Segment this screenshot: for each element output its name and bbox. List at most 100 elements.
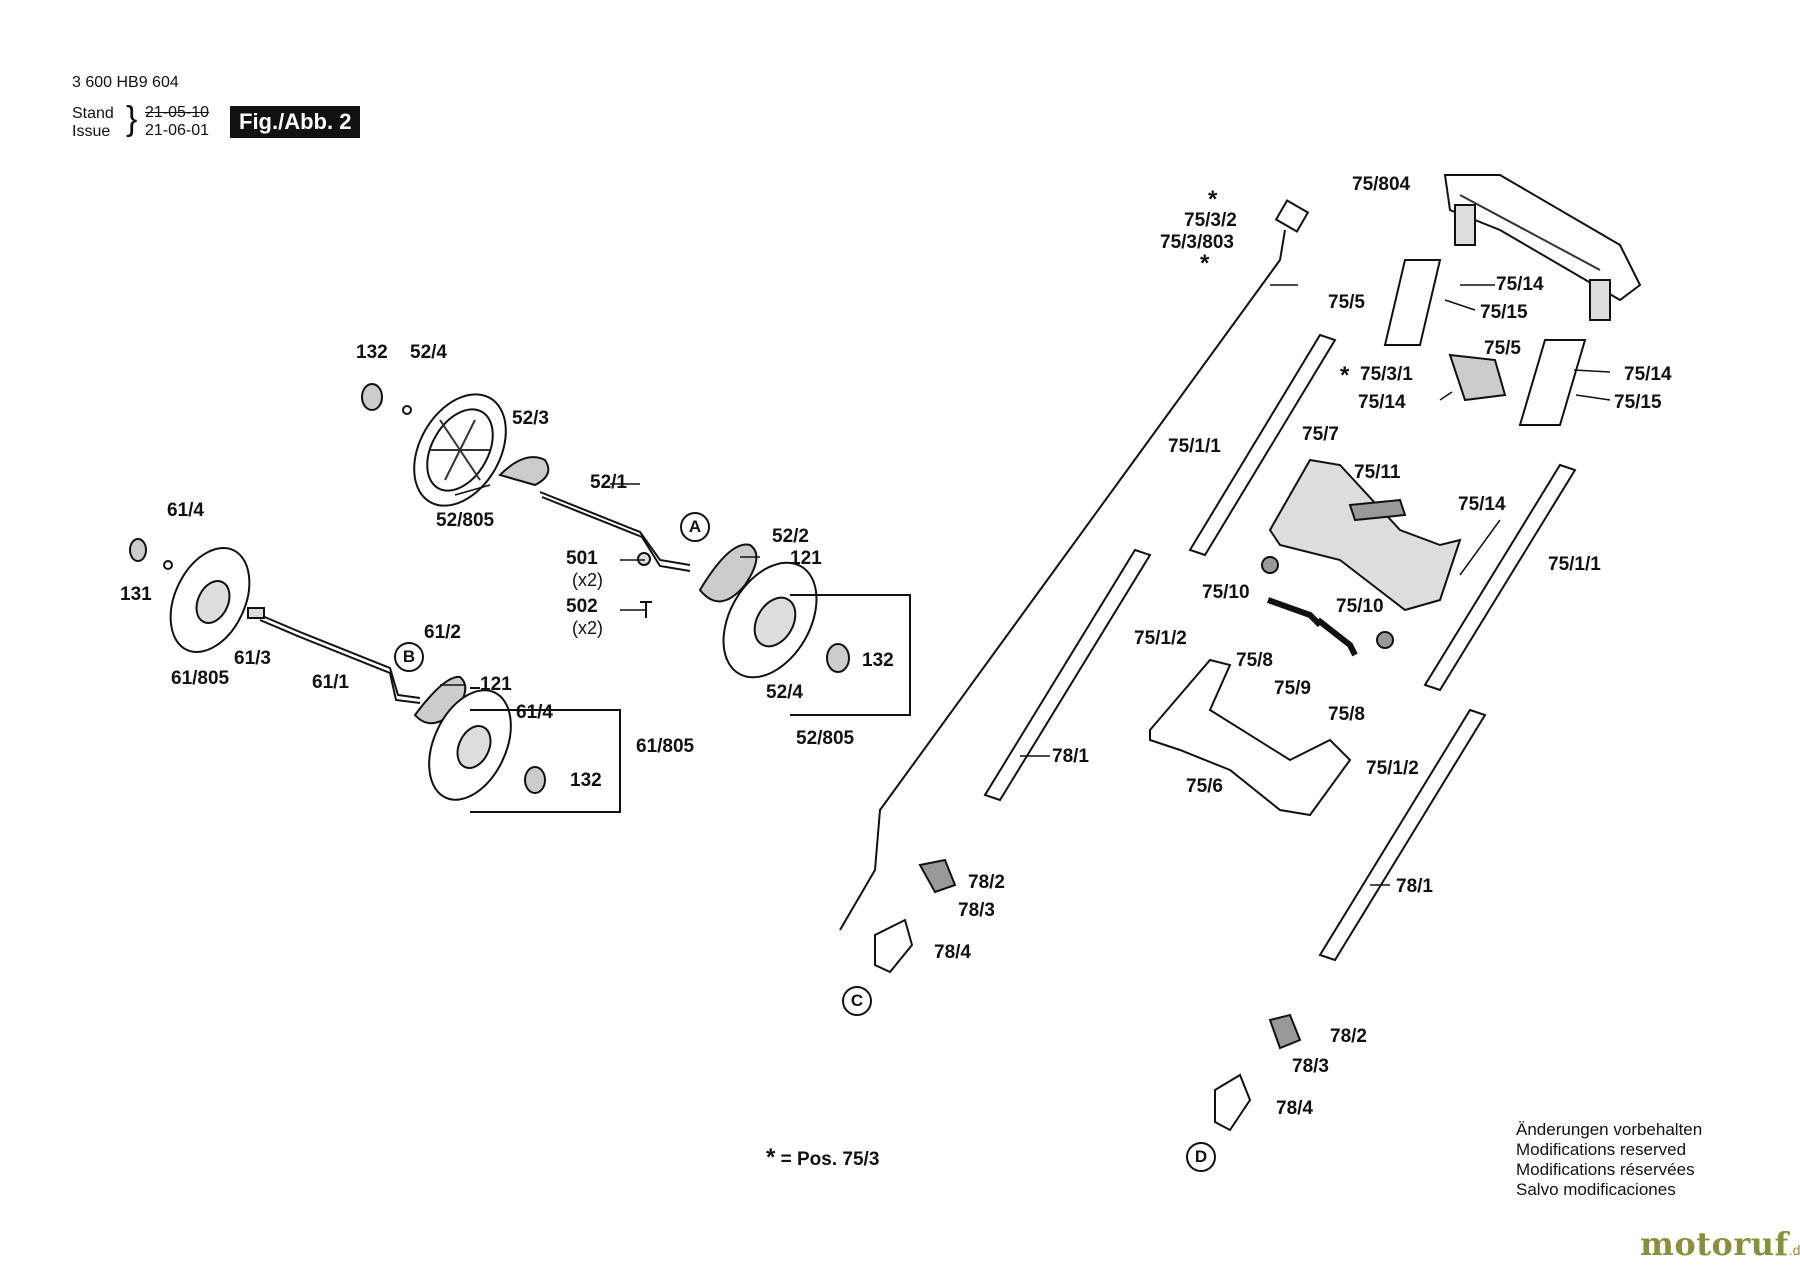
star-marker: *	[1340, 362, 1350, 389]
part-label: 52/805	[796, 728, 855, 749]
part-label: 75/8	[1328, 704, 1365, 725]
part-label: 75/804	[1352, 174, 1411, 195]
part-label: 78/1	[1052, 746, 1089, 767]
part-label: 52/4	[410, 342, 447, 363]
part-label: 121	[480, 674, 512, 695]
rear-wheel-52-805-bottom	[704, 546, 910, 715]
note-line: Modifications réservées	[1516, 1160, 1695, 1179]
marker-a: A	[680, 512, 710, 542]
marker-b: B	[394, 642, 424, 672]
part-label: 78/3	[958, 900, 995, 921]
part-label: 61/1	[312, 672, 349, 693]
part-label: 75/14	[1624, 364, 1672, 385]
part-label: 75/14	[1458, 494, 1506, 515]
cover-75-3-1	[1450, 355, 1505, 400]
quantity-label: (x2)	[572, 570, 603, 590]
stand-label: Stand	[72, 105, 114, 122]
part-label: 75/1/2	[1366, 758, 1419, 779]
part-label: 78/2	[968, 872, 1005, 893]
part-label: 75/7	[1302, 424, 1339, 445]
part-label: 75/11	[1354, 462, 1401, 483]
part-label: 52/1	[590, 472, 627, 493]
part-label: 75/14	[1358, 392, 1406, 413]
part-label: 52/805	[436, 510, 495, 531]
part-label: 131	[120, 584, 152, 605]
tube-75-1-1-left	[1190, 335, 1335, 555]
brand-logo: motoruf.de	[1640, 1225, 1800, 1263]
part-label: 61/4	[167, 500, 204, 521]
rear-wheel-52-805-top	[362, 378, 525, 522]
part-label: 78/4	[1276, 1098, 1313, 1119]
brace-icon: }	[126, 100, 138, 138]
part-label: 61/805	[171, 668, 230, 689]
part-label: 78/1	[1396, 876, 1433, 897]
marker-c: C	[842, 986, 872, 1016]
footnote: * = Pos. 75/3	[766, 1144, 879, 1172]
issue-date: 21-06-01	[145, 122, 210, 139]
leader-lines	[440, 285, 1610, 885]
part-label: 75/8	[1236, 650, 1273, 671]
part-label: 75/9	[1274, 678, 1311, 699]
part-label: 52/2	[772, 526, 809, 547]
part-label: 61/3	[234, 648, 271, 669]
part-label: 502	[566, 596, 598, 617]
axle-61-1	[248, 608, 420, 703]
part-label: 78/2	[1330, 1026, 1367, 1047]
part-label: 61/805	[636, 736, 695, 757]
star-marker: *	[1208, 186, 1218, 213]
handle-top-75-804	[1445, 175, 1640, 320]
front-wheel-61-805-right	[413, 677, 620, 813]
tube-78-1-right	[1320, 710, 1485, 960]
marker-d: D	[1186, 1142, 1216, 1172]
part-label: 75/3/2	[1184, 210, 1237, 231]
part-label: 75/3/1	[1360, 364, 1413, 385]
part-label: 52/3	[512, 408, 549, 429]
part-label: 75/3/803	[1160, 232, 1234, 253]
part-label: 75/1/2	[1134, 628, 1187, 649]
part-label: 75/1/1	[1548, 554, 1601, 575]
bracket-75-6	[1150, 660, 1350, 815]
part-label: 75/1/1	[1168, 436, 1221, 457]
notes-block: Änderungen vorbehalten Modifications res…	[1516, 1120, 1702, 1200]
part-label: 75/5	[1484, 338, 1521, 359]
part-label: 78/3	[1292, 1056, 1329, 1077]
part-label: 52/4	[766, 682, 803, 703]
brand-tld: .de	[1788, 1242, 1800, 1258]
tube-78-1-left	[985, 550, 1150, 800]
issue-label: Issue	[72, 123, 111, 140]
part-label: 61/4	[516, 702, 553, 723]
axle-52-1	[540, 492, 690, 571]
note-line: Modifications reserved	[1516, 1140, 1687, 1159]
figure-label: Fig./Abb. 2	[230, 106, 361, 138]
part-label: 75/6	[1186, 776, 1223, 797]
brand-name: motoruf	[1640, 1225, 1789, 1263]
document-number: 3 600 HB9 604	[72, 74, 179, 91]
part-label: 132	[570, 770, 602, 791]
part-label: 61/2	[424, 622, 461, 643]
part-label: 78/4	[934, 942, 971, 963]
part-label: 75/5	[1328, 292, 1365, 313]
part-label: 132	[862, 650, 894, 671]
end-cap-group-c	[875, 860, 955, 972]
star-marker: *	[1200, 250, 1210, 277]
part-label: 75/10	[1202, 582, 1250, 603]
stand-date: 21-05-10	[145, 104, 210, 121]
console-75-7	[1270, 460, 1460, 610]
star-marker: *	[766, 1144, 776, 1171]
cable-75-3	[840, 200, 1308, 930]
note-line: Änderungen vorbehalten	[1516, 1120, 1703, 1139]
part-label: 75/15	[1480, 302, 1528, 323]
wheel-bracket-52-3	[500, 457, 548, 485]
note-line: Salvo modificaciones	[1516, 1180, 1676, 1199]
quantity-label: (x2)	[572, 618, 603, 638]
part-label: 501	[566, 548, 598, 569]
front-wheel-61-805-left	[130, 535, 265, 664]
tube-75-1-1-right	[1425, 465, 1575, 690]
clamp-75-5-left	[1385, 260, 1440, 345]
footnote-text: = Pos. 75/3	[780, 1149, 880, 1170]
part-label: 132	[356, 342, 388, 363]
end-cap-group-d	[1215, 1015, 1300, 1130]
part-label: 75/15	[1614, 392, 1662, 413]
clamp-75-5-right	[1520, 340, 1585, 425]
